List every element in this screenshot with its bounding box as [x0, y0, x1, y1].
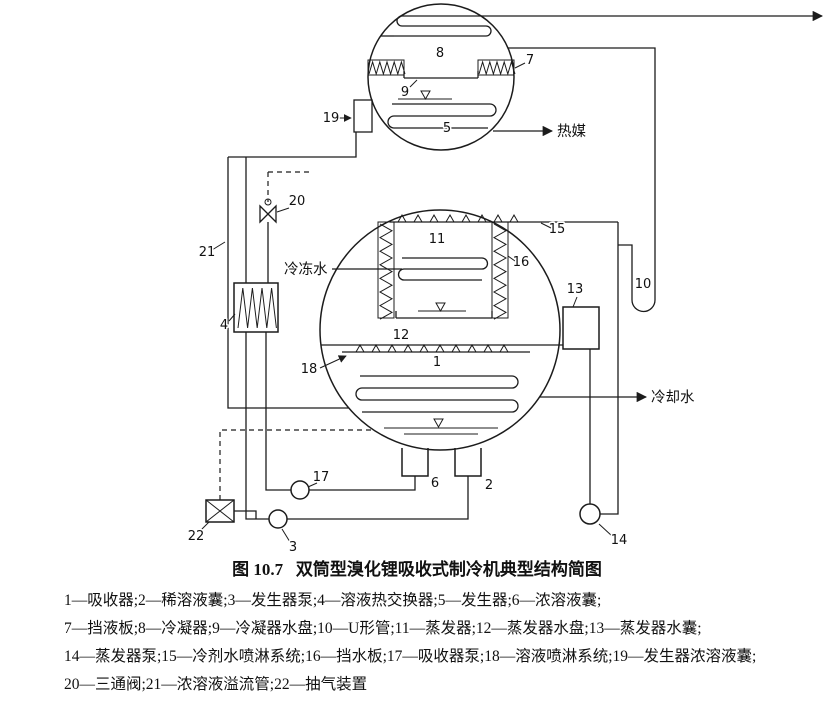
eliminator-right-mesh — [478, 60, 516, 76]
part-label-19: 19 — [323, 111, 340, 126]
part-label-12: 12 — [393, 328, 410, 343]
absorber-pump-suction-pipe — [309, 476, 416, 491]
leader-3 — [281, 528, 291, 543]
u-shaped-tube — [508, 47, 656, 313]
part-label-5: 5 — [443, 121, 451, 136]
water-baffle-left — [377, 221, 395, 319]
absorber-pump — [290, 480, 310, 500]
legend-line-2: 7—挡液板;8—冷凝器;9—冷凝器水盘;10—U形管;11—蒸发器;12—蒸发器… — [64, 620, 702, 637]
hot-medium-label: 热媒 — [557, 123, 586, 140]
solution-spray-nozzles — [355, 343, 509, 353]
eliminator-left-mesh — [368, 60, 406, 76]
part-label-14: 14 — [611, 533, 628, 548]
legend-line-3: 14—蒸发器泵;15—冷剂水喷淋系统;16—挡水板;17—吸收器泵;18—溶液喷… — [64, 648, 757, 665]
cooling-water-label: 冷却水 — [651, 389, 695, 406]
generator-level-symbol — [420, 90, 431, 101]
generator-pump — [268, 509, 288, 529]
strong-solution-bag — [401, 448, 429, 477]
evaporator-pump — [579, 503, 601, 525]
leader-21 — [211, 241, 226, 251]
part-label-11: 11 — [429, 232, 446, 247]
water-baffle-right-mesh — [492, 223, 508, 320]
water-baffle-left-mesh — [378, 223, 394, 320]
generator-coil — [387, 103, 497, 129]
part-label-13: 13 — [567, 282, 584, 297]
part-label-20: 20 — [289, 194, 306, 209]
part-label-6: 6 — [431, 476, 439, 491]
absorber-pump-discharge-pipe — [265, 332, 291, 491]
part-label-21: 21 — [199, 245, 216, 260]
heat-exchanger-coil — [237, 287, 277, 329]
leader-17 — [307, 482, 318, 488]
condensate-tray — [403, 71, 479, 79]
leader-7 — [514, 62, 526, 69]
part-label-10: 10 — [635, 277, 652, 292]
leader-15 — [540, 222, 552, 229]
strong-solution-overflow-pipe — [227, 157, 349, 409]
water-baffle-right — [491, 221, 509, 319]
legend-line-1: 1—吸收器;2—稀溶液囊;3—发生器泵;4—溶液热交换器;5—发生器;6—浓溶液… — [64, 592, 602, 609]
part-label-17: 17 — [313, 470, 330, 485]
evaporator-level-symbol — [435, 302, 446, 313]
lower-drum-shell — [319, 209, 561, 451]
purge-connection-pipe — [234, 510, 257, 519]
refrigerant-spray-nozzles — [397, 213, 519, 223]
eliminator-left-box — [367, 59, 405, 76]
absorber-liquid-level-line — [384, 427, 498, 435]
evaporator-pump-discharge-pipe — [600, 222, 619, 515]
absorber-coil — [355, 375, 519, 413]
part-label-9: 9 — [401, 85, 409, 100]
evaporator-tray — [395, 311, 493, 319]
generator-pump-suction-pipe — [287, 476, 469, 520]
part-label-3: 3 — [289, 540, 297, 552]
evaporator-water-bag — [562, 306, 600, 350]
part-label-18: 18 — [301, 362, 318, 377]
condenser-coil — [394, 15, 492, 37]
part-label-15: 15 — [549, 222, 566, 237]
eliminator-right-box — [477, 59, 515, 76]
leader-18 — [319, 355, 347, 369]
evaporator-coil — [397, 257, 489, 281]
part-label-2: 2 — [485, 478, 493, 493]
leader-20 — [276, 207, 290, 213]
leader-9 — [409, 79, 418, 88]
legend-line-4: 20—三通阀;21—浓溶液溢流管;22—抽气装置 — [64, 676, 368, 693]
valve-handle — [264, 198, 272, 206]
generator-solution-bag — [353, 99, 373, 133]
chilled-water-label: 冷冻水 — [284, 260, 328, 278]
solution-heat-exchanger — [233, 282, 279, 333]
weak-solution-bag — [454, 448, 482, 477]
leader-13 — [572, 296, 578, 308]
generator-feed-header — [228, 132, 357, 158]
part-label-4: 4 — [220, 318, 228, 333]
leader-14 — [598, 523, 613, 537]
leader-4 — [228, 313, 236, 322]
part-label-22: 22 — [188, 529, 205, 544]
part-label-7: 7 — [526, 53, 534, 68]
figure-legend: 1—吸收器;2—稀溶液囊;3—发生器泵;4—溶液热交换器;5—发生器;6—浓溶液… — [0, 580, 834, 699]
leader-16 — [507, 255, 516, 262]
part-label-1: 1 — [433, 355, 441, 370]
absorption-chiller-schematic: 1 2 3 4 5 6 7 8 9 10 11 12 13 14 15 16 1… — [186, 3, 824, 552]
figure-caption: 图 10.7 双筒型溴化锂吸收式制冷机典型结构简图 — [232, 560, 602, 579]
part-label-16: 16 — [513, 255, 530, 270]
absorber-level-symbol — [433, 418, 444, 429]
leader-22 — [199, 521, 210, 532]
purge-vapor-dashed-line — [219, 429, 374, 500]
generator-pump-discharge-pipe — [245, 332, 269, 520]
purge-unit-cross — [205, 499, 235, 523]
three-way-valve — [259, 204, 277, 224]
part-label-8: 8 — [436, 46, 444, 61]
upper-drum-shell — [367, 3, 515, 151]
